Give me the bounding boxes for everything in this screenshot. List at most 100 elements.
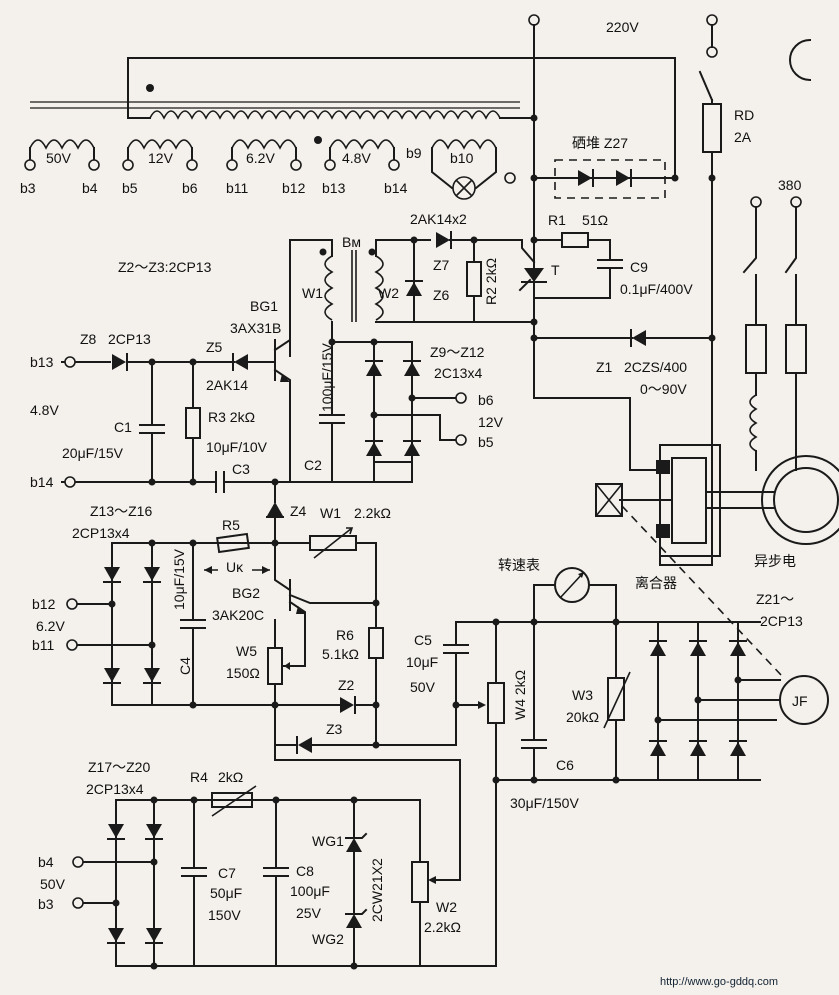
label-b11-input: b11 (32, 637, 55, 653)
label-motor: 异步电 (754, 553, 796, 569)
label-50v: 50V (46, 150, 72, 166)
label-r2: R2 2kΩ (483, 258, 499, 305)
label-c9: C9 (630, 259, 648, 275)
label-c5-val2: 50V (410, 679, 436, 695)
label-jf: JF (792, 693, 808, 709)
label-w1-pulse: W1 (302, 285, 323, 301)
label-4-8v: 4.8V (342, 150, 371, 166)
label-r4: R4 (190, 769, 208, 785)
label-z1: Z1 (596, 359, 613, 375)
switch-terminal (706, 46, 718, 58)
label-w2-pulse: W2 (378, 285, 399, 301)
pulse-winding-w1 (324, 255, 334, 321)
label-cp13x4: 2CP13x4 (72, 525, 130, 541)
label-c8-val2: 25V (296, 905, 322, 921)
label-w5: W5 (236, 643, 257, 659)
label-z13z16: Z13～Z16 (90, 503, 152, 519)
label-b13: b13 (322, 180, 346, 196)
label-w5-val: 150Ω (226, 665, 260, 681)
label-bg1: BG1 (250, 298, 278, 314)
label-z7: Z7 (433, 257, 450, 273)
label-6-2v: 6.2V (246, 150, 275, 166)
label-c3-val: 10μF/10V (206, 439, 268, 455)
label-z21-type: 2CP13 (760, 613, 803, 629)
label-c1: C1 (114, 419, 132, 435)
label-w2-b: W2 (436, 899, 457, 915)
label-c7-val2: 150V (208, 907, 241, 923)
label-b3-input: b3 (38, 896, 54, 912)
speed-feedback: 转速表 C5 10μF 50V W4 2kΩ C6 30μF/150V W3 2… (406, 557, 761, 811)
label-50v-b: 50V (40, 876, 66, 892)
label-z1-type: 2CZS/400 (624, 359, 687, 375)
label-12v-b: 12V (478, 414, 504, 430)
label-r6-val: 5.1kΩ (322, 646, 359, 662)
label-bg2-type: 3AK20C (212, 607, 264, 623)
label-uk: Uκ (226, 559, 244, 575)
bridge-z17-z20: Z17～Z20 2CP13x4 b4 50V b3 C7 50μF 150V R… (38, 759, 500, 970)
label-rd: RD (734, 107, 754, 123)
watermark-url: http://www.go-gddq.com (660, 976, 778, 988)
label-wg1: WG1 (312, 833, 344, 849)
label-z4: Z4 (290, 503, 307, 519)
label-si-dui: 硒堆 Z27 (572, 135, 628, 151)
label-r4-val: 2kΩ (218, 769, 243, 785)
clutch-feed: Z1 2CZS/400 0～90V (530, 329, 716, 566)
selenium-stack-z27: 硒堆 Z27 380 (504, 135, 802, 208)
bridge-z13-z16: Z13～Z16 2CP13x4 b12 6.2V b11 10μF/15V C4… (32, 481, 461, 826)
label-z8: Z8 (80, 331, 97, 347)
label-c6: C6 (556, 757, 574, 773)
label-z8-type: 2CP13 (108, 331, 151, 347)
label-b4-input: b4 (38, 854, 54, 870)
terminal-220v-left (528, 14, 540, 26)
label-r3: R3 2kΩ (208, 409, 255, 425)
label-2cw21x2: 2CW21X2 (369, 858, 385, 922)
label-b14-input: b14 (30, 474, 54, 490)
label-4-8v-b: 4.8V (30, 402, 59, 418)
label-r5: R5 (222, 517, 240, 533)
label-b3: b3 (20, 180, 36, 196)
label-b12-input: b12 (32, 596, 56, 612)
label-c9-val: 0.1μF/400V (620, 281, 693, 297)
pulse-winding-w2 (374, 255, 384, 321)
label-w1-b-val: 2.2kΩ (354, 505, 391, 521)
label-c8-val: 100μF (290, 883, 330, 899)
label-b12: b12 (282, 180, 306, 196)
label-b9: b9 (406, 145, 422, 161)
label-thyristor-t: T (551, 262, 560, 278)
label-c1-val: 20μF/15V (62, 445, 124, 461)
bridge-z9-z12: Z9～Z12 2C13x4 b6 12V b5 (331, 338, 504, 483)
label-w4: W4 2kΩ (512, 670, 528, 720)
terminal-220v-right (706, 14, 718, 26)
label-c6-val: 30μF/150V (510, 795, 579, 811)
bridge-z21: Z21～ 2CP13 JF (649, 591, 829, 781)
label-c4: C4 (177, 657, 193, 675)
label-c8: C8 (296, 863, 314, 879)
label-b13-input: b13 (30, 354, 54, 370)
label-tacho: 转速表 (498, 557, 540, 573)
label-b14: b14 (384, 180, 408, 196)
label-r1-val: 51Ω (582, 212, 608, 228)
label-z21: Z21～ (756, 591, 794, 607)
secondary-windings: 50V b3 b4 12V b5 b6 6.2V b11 b12 4.8V b1… (20, 136, 497, 200)
label-w2-b-val: 2.2kΩ (424, 919, 461, 935)
label-380: 380 (778, 177, 802, 193)
label-b5-out: b5 (478, 434, 494, 450)
bg1-section: BG1 3AX31B b13 Z8 2CP13 Z5 2AK14 C1 20μF… (30, 298, 413, 493)
label-2ak14x2: 2AK14x2 (410, 211, 467, 227)
transformer-primary (149, 110, 501, 120)
label-220v: 220V (606, 19, 639, 35)
partial-meter (789, 38, 812, 82)
label-b10: b10 (450, 150, 474, 166)
label-0-90v: 0～90V (640, 381, 687, 397)
label-bm: Bм (342, 234, 361, 250)
trigger-circuit: Z2～Z3:2CP13 Bм W1 W2 2AK14x2 Z7 Z6 R2 2k… (118, 211, 693, 357)
label-z17z20: Z17～Z20 (88, 759, 150, 775)
label-c5-val: 10μF (406, 654, 438, 670)
label-z5: Z5 (206, 339, 223, 355)
label-6-2v-b: 6.2V (36, 618, 65, 634)
label-z2: Z2 (338, 677, 355, 693)
label-10uf-15v: 10μF/15V (171, 548, 187, 610)
label-b6-out: b6 (478, 392, 494, 408)
label-bg2: BG2 (232, 585, 260, 601)
